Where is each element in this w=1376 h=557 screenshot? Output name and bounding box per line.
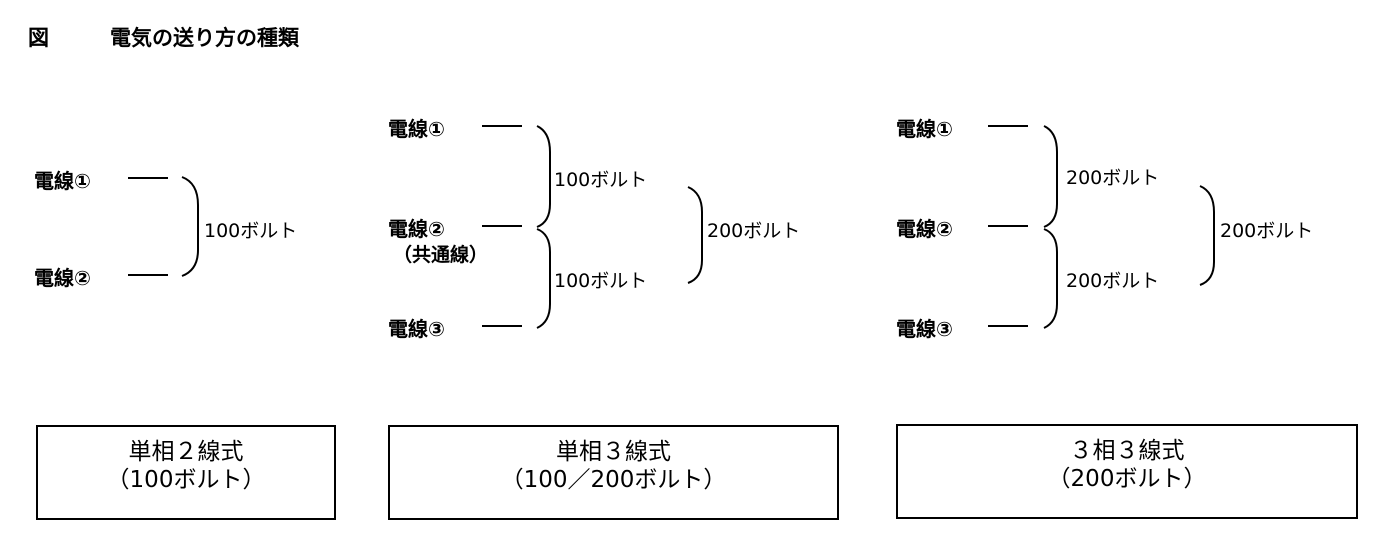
box-subtitle: （200ボルト） (1047, 466, 1207, 492)
figure-label: 図 (28, 26, 49, 50)
bracket (536, 228, 551, 329)
bracket (181, 176, 199, 277)
common-wire-note: （共通線） (393, 244, 489, 266)
wire-3-label: 電線③ (388, 317, 445, 341)
voltage-label: 100ボルト (554, 270, 648, 292)
voltage-label: 200ボルト (1220, 220, 1314, 242)
voltage-label: 200ボルト (707, 220, 801, 242)
bracket (536, 125, 551, 228)
wire-2-label: 電線② (34, 266, 91, 290)
voltage-label: 100ボルト (554, 169, 648, 191)
bracket (1043, 125, 1058, 228)
bracket (1043, 228, 1058, 329)
box-title: 単相２線式 (128, 439, 244, 465)
system-box-single-phase-3-wire: 単相３線式 （100／200ボルト） (388, 425, 839, 520)
bracket (1199, 185, 1215, 286)
figure-title: 電気の送り方の種類 (110, 26, 299, 50)
system-box-three-phase-3-wire: ３相３線式 （200ボルト） (896, 424, 1358, 519)
voltage-label: 200ボルト (1066, 167, 1160, 189)
voltage-label: 100ボルト (204, 220, 298, 242)
voltage-label: 200ボルト (1066, 270, 1160, 292)
box-title: ３相３線式 (1069, 438, 1185, 464)
wire-1-label: 電線① (896, 117, 953, 141)
wire-3-label: 電線③ (896, 317, 953, 341)
box-subtitle: （100／200ボルト） (500, 467, 727, 493)
system-box-single-phase-2-wire: 単相２線式 （100ボルト） (36, 425, 336, 520)
wire-2-label: 電線② (388, 217, 445, 241)
box-title: 単相３線式 (556, 439, 671, 465)
wire-1-label: 電線① (34, 169, 91, 193)
wire-2-label: 電線② (896, 217, 953, 241)
wire-1-label: 電線① (388, 117, 445, 141)
box-subtitle: （100ボルト） (106, 467, 266, 493)
bracket (687, 186, 703, 284)
